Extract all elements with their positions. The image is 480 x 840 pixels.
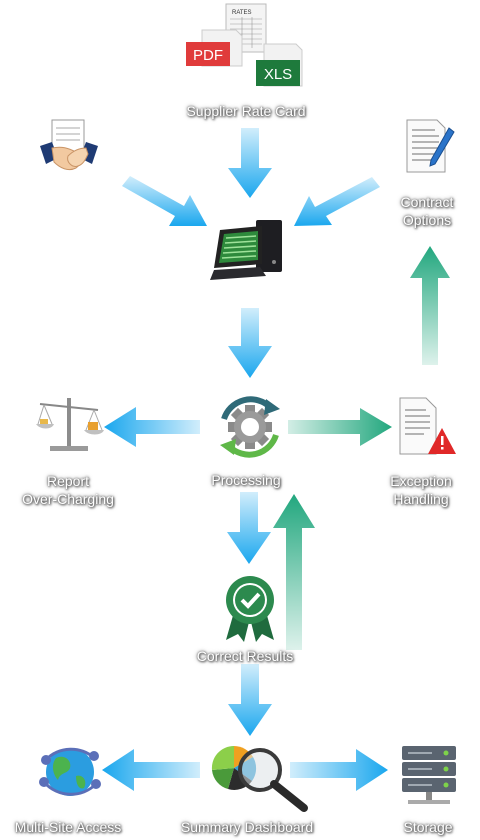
storage-server-icon [402,746,456,804]
contract-pen-icon [406,119,455,173]
contract-options-label: Contract Options [401,193,454,229]
contract-options-line1: Contract [400,194,454,210]
summary-dashboard-label: Summary Dashboard [180,819,314,835]
arrow-processing-to-report [104,407,200,447]
rate-card-documents-icon: RATES PDF XLS [186,3,303,87]
globe-network-icon [39,747,101,796]
processing-label: Processing [211,472,281,488]
pdf-label: PDF [193,47,223,64]
arrow-exception-to-contract [410,246,450,365]
processing-gear-icon [220,396,280,458]
scales-icon [36,398,104,451]
arrow-handshake-to-computer [122,176,207,226]
correct-results-label: Correct Results [196,648,294,664]
arrow-correct-to-processing [273,494,315,650]
arrow-contract-to-computer [294,177,380,226]
report-line1: Report [46,473,90,489]
multi-site-access-label: Multi-Site Access [14,819,122,835]
arrow-correct-to-dashboard [228,664,272,736]
arrow-dashboard-to-storage [290,749,388,791]
xls-label: XLS [264,66,292,83]
arrow-dashboard-to-multisite [102,749,200,791]
exception-handling-label: Exception Handling [390,472,451,508]
exception-line1: Exception [390,473,452,489]
computer-icon [210,220,282,280]
arrow-ratecard-to-computer [228,128,272,198]
report-over-charging-label: Report Over-Charging [22,472,114,508]
dashboard-pie-magnifier-icon [211,745,308,812]
handshake-contract-icon [40,119,98,171]
storage-label: Storage [403,819,453,835]
arrow-processing-to-correct [227,492,271,564]
supplier-rate-card-label: Supplier Rate Card [186,103,306,119]
rates-doc-title: RATES [232,10,252,16]
arrow-processing-to-exception [288,408,392,446]
arrow-computer-to-processing [228,308,272,378]
exception-document-icon [399,397,456,455]
contract-options-line2: Options [402,212,452,228]
report-line2: Over-Charging [22,491,114,507]
exception-line2: Handling [393,491,449,507]
correct-results-badge-icon [226,576,274,642]
